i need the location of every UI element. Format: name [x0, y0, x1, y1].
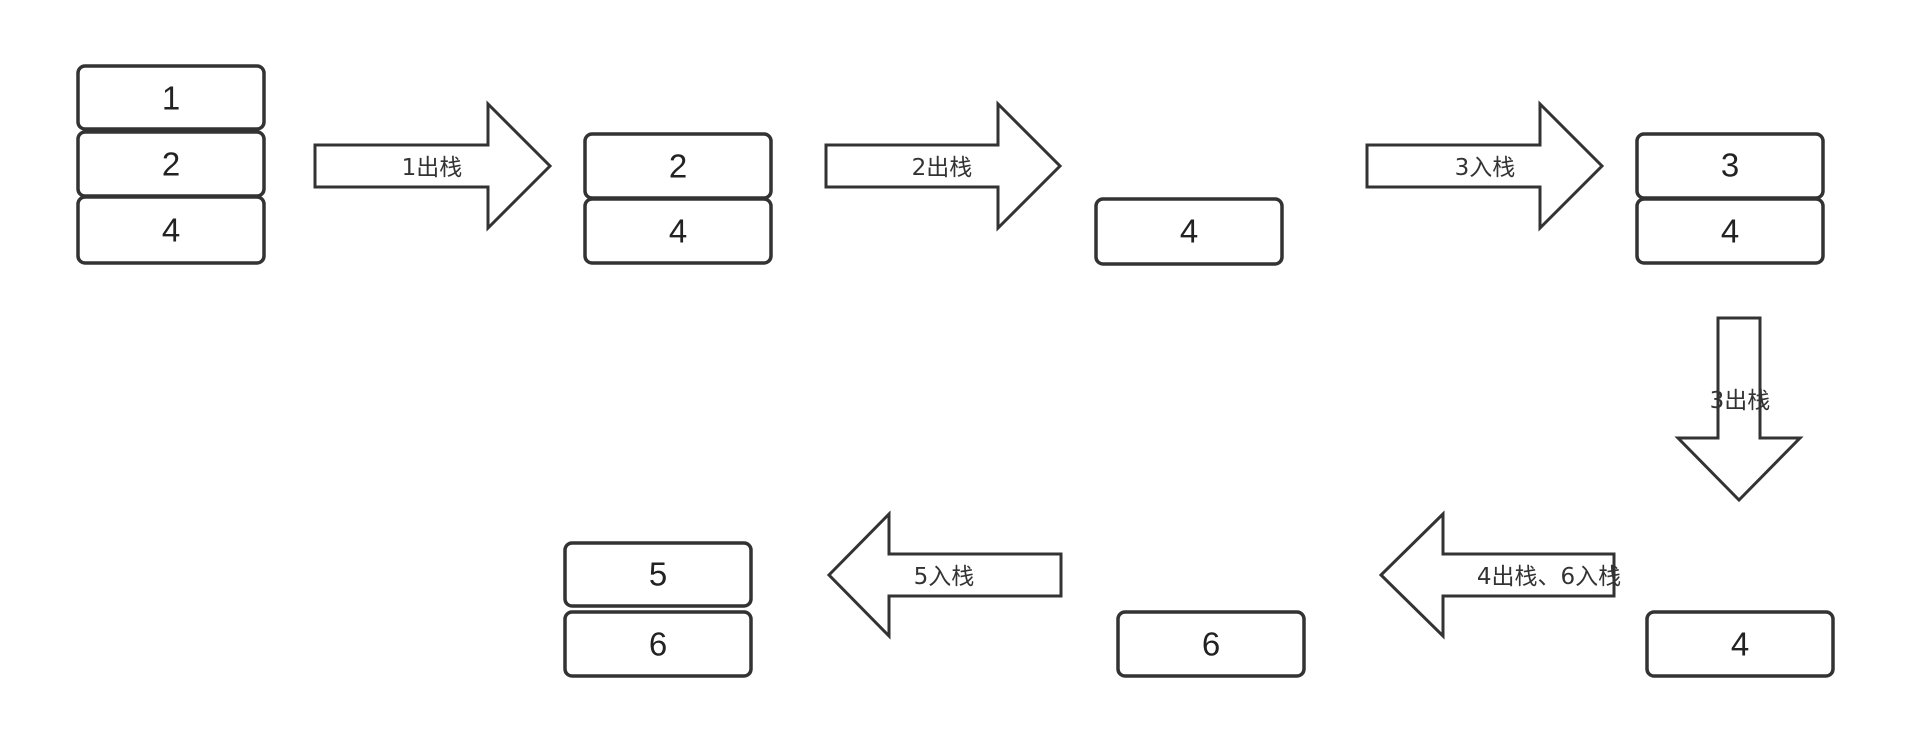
cell-label: 4 — [1721, 213, 1739, 250]
stack-5: 4 — [1645, 610, 1835, 678]
stack-cell: 2 — [583, 132, 773, 200]
left-arrow-icon — [1378, 510, 1616, 640]
arrow-right-3: 3入栈 — [1365, 100, 1605, 232]
stack-7: 5 6 — [563, 541, 753, 678]
stack-cell: 6 — [563, 610, 753, 678]
arrow-label: 1出栈 — [402, 155, 463, 181]
cell-label: 1 — [162, 80, 180, 117]
cell-label: 5 — [649, 556, 667, 593]
stack-cell: 2 — [76, 130, 266, 198]
right-arrow-icon — [1365, 100, 1605, 232]
cell-label: 2 — [162, 146, 180, 183]
down-arrow-icon — [1674, 316, 1804, 503]
stack-cell: 4 — [1645, 610, 1835, 678]
stack-cell: 4 — [1094, 197, 1284, 266]
right-arrow-icon — [824, 100, 1063, 232]
arrow-right-1: 1出栈 — [313, 100, 553, 232]
right-arrow-icon — [313, 100, 553, 232]
arrow-label: 3出栈 — [1710, 388, 1771, 414]
cell-label: 6 — [1202, 626, 1220, 663]
stack-3: 4 — [1094, 197, 1284, 266]
cell-label: 2 — [669, 148, 687, 185]
stack-4: 3 4 — [1635, 132, 1825, 265]
stack-cell: 5 — [563, 541, 753, 608]
stack-6: 6 — [1116, 610, 1306, 678]
arrow-left-2: 5入栈 — [826, 510, 1063, 640]
cell-label: 4 — [1180, 213, 1198, 250]
left-arrow-icon — [826, 510, 1063, 640]
cell-label: 4 — [162, 212, 180, 249]
cell-label: 4 — [669, 213, 687, 250]
stack-cell: 6 — [1116, 610, 1306, 678]
stack-cell: 4 — [76, 195, 266, 265]
arrow-label: 5入栈 — [914, 564, 975, 590]
arrow-down-1: 3出栈 — [1674, 316, 1804, 503]
stack-cell: 4 — [583, 197, 773, 265]
cell-label: 3 — [1721, 147, 1739, 184]
stack-1: 1 2 4 — [76, 64, 266, 265]
arrow-label: 3入栈 — [1455, 155, 1516, 181]
arrow-left-1: 4出栈、6入栈 — [1378, 510, 1621, 640]
stack-cell: 4 — [1635, 197, 1825, 265]
stack-cell: 1 — [76, 64, 266, 131]
arrow-right-2: 2出栈 — [824, 100, 1063, 232]
arrow-label: 4出栈、6入栈 — [1477, 564, 1621, 590]
stack-2: 2 4 — [583, 132, 773, 265]
cell-label: 6 — [649, 626, 667, 663]
stack-cell: 3 — [1635, 132, 1825, 200]
arrow-label: 2出栈 — [912, 155, 973, 181]
cell-label: 4 — [1731, 626, 1749, 663]
